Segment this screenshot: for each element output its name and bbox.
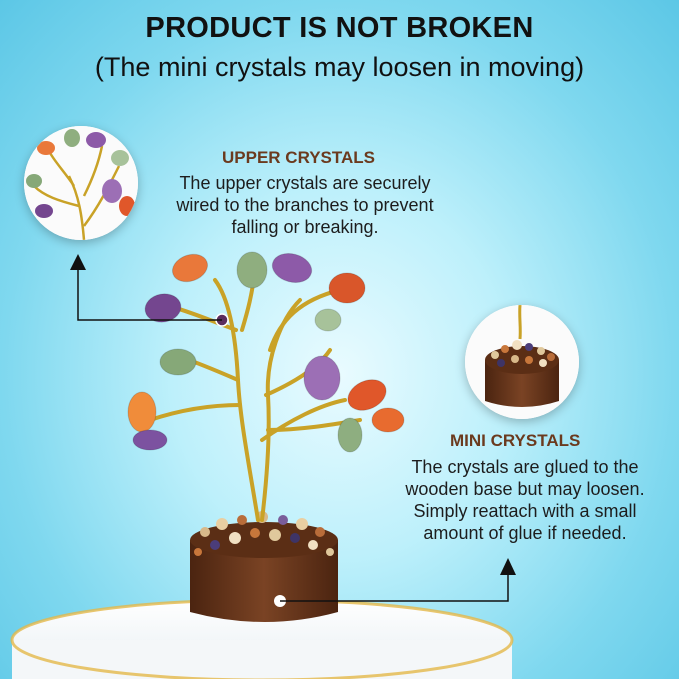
- upper-line-1: The upper crystals are securely: [179, 173, 431, 193]
- white-pedestal: [10, 598, 514, 679]
- page-title: PRODUCT IS NOT BROKEN: [145, 12, 534, 44]
- wooden-base: [190, 511, 338, 622]
- mini-callout-pointer: [274, 558, 516, 607]
- arrow-up-icon: [70, 254, 86, 270]
- mini-line-1: The crystals are glued to the: [411, 457, 639, 477]
- mini-line-2: wooden base but may loosen.: [405, 479, 645, 499]
- mini-crystals-heading: MINI CRYSTALS: [450, 431, 581, 450]
- crystal-chips: [127, 251, 405, 453]
- mini-crystals-closeup-icon: [465, 305, 579, 419]
- arrow-up-icon: [500, 558, 516, 575]
- page-subtitle: (The mini crystals may loosen in moving): [94, 52, 585, 82]
- upper-crystals-description: The upper crystals are securely wired to…: [150, 172, 460, 238]
- mini-crystals-description: The crystals are glued to the wooden bas…: [380, 456, 670, 544]
- upper-callout-pointer: [70, 254, 229, 327]
- mini-crystals-zoom: [465, 305, 579, 419]
- upper-line-3: falling or breaking.: [231, 217, 379, 237]
- upper-crystals-heading: UPPER CRYSTALS: [222, 148, 376, 167]
- gold-branches: [148, 268, 362, 522]
- mini-line-4: amount of glue if needed.: [423, 523, 627, 543]
- upper-crystals-closeup-icon: [24, 126, 138, 240]
- mini-line-3: Simply reattach with a small: [413, 501, 637, 521]
- upper-crystals-zoom: [24, 126, 138, 240]
- upper-line-2: wired to the branches to prevent: [176, 195, 434, 215]
